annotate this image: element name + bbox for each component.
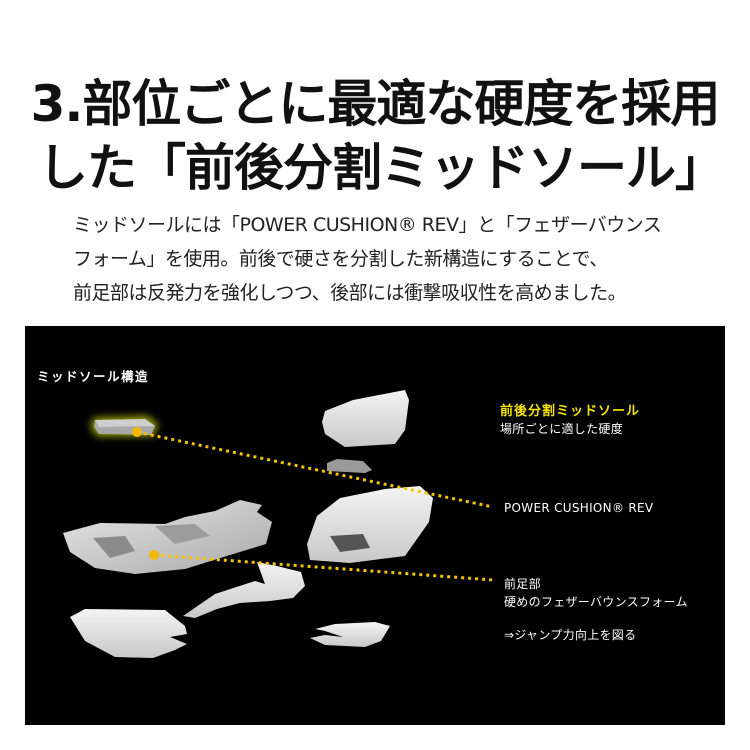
heading-line-2: した「前後分割ミッドソール」: [38, 139, 725, 197]
arch-support-piece: [183, 562, 305, 618]
diagram-title: ミッドソール構造: [37, 369, 150, 384]
forefoot-outsole: [70, 609, 187, 658]
forefoot-midsole: [63, 500, 272, 574]
page-heading: 3.部位ごとに最適な硬度を採用 した「前後分割ミッドソール」: [0, 72, 750, 200]
callout-line-power-cushion: [132, 427, 494, 509]
label-split-midsole: 前後分割ミッドソール: [500, 404, 641, 419]
heading-line-1: 3.部位ごとに最適な硬度を採用: [30, 75, 721, 133]
power-cushion-insert: [91, 416, 158, 436]
label-split-midsole-sub: 場所ごとに適した硬度: [500, 422, 624, 436]
label-forefoot-effect: ⇒ジャンプ力向上を図る: [504, 628, 637, 642]
description-line: フォーム」を使用。前後で硬さを分割した新構造にすることで、: [73, 248, 608, 270]
midsole-diagram-panel: ミッドソール構造: [25, 326, 725, 725]
description-line: ミッドソールには「POWER CUSHION® REV」と「フェザーバウンス: [73, 214, 662, 236]
exploded-midsole-illustration: [63, 390, 494, 658]
heel-small-plate: [327, 459, 372, 473]
heel-cup: [307, 486, 433, 563]
label-forefoot: 前足部: [504, 577, 541, 591]
label-power-cushion: POWER CUSHION® REV: [504, 501, 654, 515]
heel-outsole: [310, 622, 390, 647]
heel-top-shell: [322, 390, 409, 447]
label-forefoot-sub: 硬めのフェザーバウンスフォーム: [504, 595, 688, 609]
description: ミッドソールには「POWER CUSHION® REV」と「フェザーバウンス フ…: [73, 208, 713, 310]
description-line: 前足部は反発力を強化しつつ、後部には衝撃吸収性を高めました。: [73, 282, 627, 304]
callout-line-forefoot: [149, 550, 494, 582]
